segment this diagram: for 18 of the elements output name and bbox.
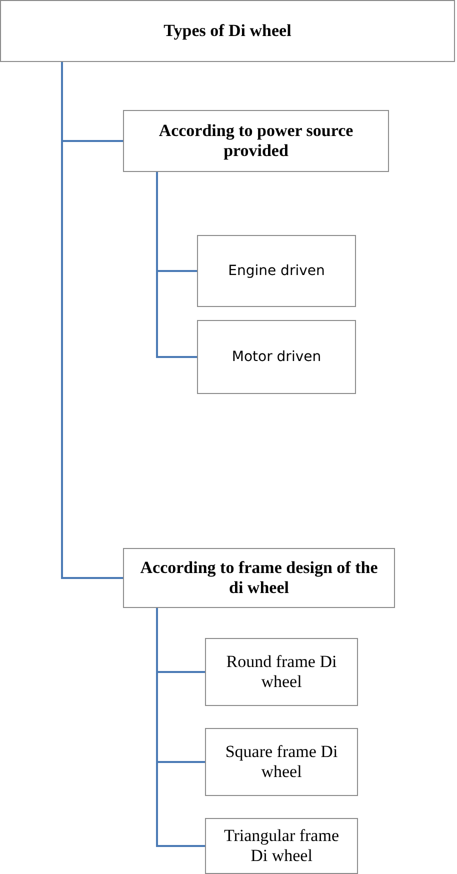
category-box [0, 0, 455, 62]
box-label: According to power source provided [158, 120, 354, 162]
category-box [123, 110, 389, 172]
category-box [123, 548, 395, 608]
category-box [197, 235, 356, 307]
box-label: Square frame Di wheel [224, 742, 339, 782]
connector-line [156, 172, 197, 358]
box-label: Round frame Di wheel [225, 652, 338, 692]
connector-line [156, 608, 205, 847]
box-label: Engine driven [228, 262, 325, 280]
category-box [205, 728, 358, 796]
box-label: Triangular frame Di wheel [222, 826, 340, 866]
category-box [205, 818, 358, 874]
category-box [197, 320, 356, 394]
box-label: Motor driven [232, 348, 322, 366]
box-label: According to frame design of the di wheel [139, 558, 379, 598]
category-box [205, 638, 358, 706]
box-label: Types of Di wheel [164, 20, 292, 42]
